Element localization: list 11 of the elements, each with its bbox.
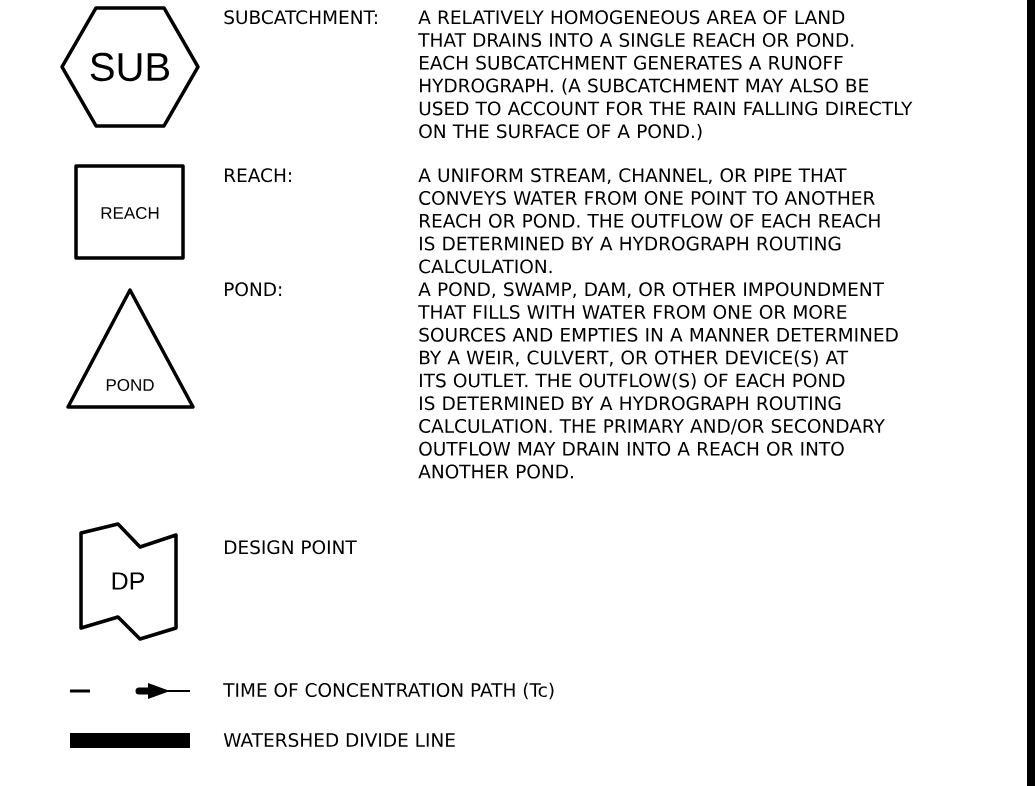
term-label: SUBCATCHMENT:: [224, 10, 377, 25]
legend-label: TIME OF CONCENTRATION PATH (Tc): [223, 682, 554, 700]
definition-text: A POND, SWAMP, DAM, OR OTHER IMPOUNDMENT THAT FILLS WITH WATER FROM ONE OR MORE SOURCES AND EMPTIES IN A MANNER DETERMINED BY A WEIR, CULVERT, OR OTHER DEVICE(S) AT ITS OUTLET. THE OUTFLOW(S) OF EACH POND IS DETERMINED BY A HYDROGRAPH ROUTING CALCULATION. THE PRIMARY AND/OR SECONDARY OUTFLOW MAY DRAIN INTO A REACH OR INTO ANOTHER POND.: [418, 282, 898, 479]
legend-label: WATERSHED DIVIDE LINE: [223, 733, 455, 747]
definition-text: A RELATIVELY HOMOGENEOUS AREA OF LAND THAT DRAINS INTO A SINGLE REACH OR POND. EACH SUBCATCHMENT GENERATES A RUNOFF HYDROGRAPH. (A SUBCATCHMENT MAY ALSO BE USED TO ACCOUNT FOR THE RAIN FALLING DIRECTLY ON THE SURFACE OF A POND.): [418, 10, 913, 141]
definition-text: A UNIFORM STREAM, CHANNEL, OR PIPE THAT CONVEYS WATER FROM ONE POINT TO ANOTHER REACH OR POND. THE OUTFLOW OF EACH REACH IS DETERMINED BY A HYDROGRAPH ROUTING CALCULATION.: [418, 168, 880, 274]
term-label: DESIGN POINT: [225, 540, 357, 555]
reach-box: REACH: [74, 164, 185, 260]
pond-triangle: POND: [66, 288, 195, 409]
term-label: POND:: [225, 282, 282, 297]
term-label: REACH:: [225, 168, 291, 183]
